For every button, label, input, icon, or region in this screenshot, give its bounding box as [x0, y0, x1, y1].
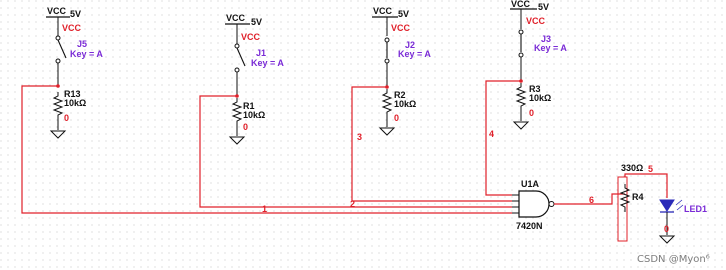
- net-3-wire: [351, 86, 512, 202]
- net-4-wire: [485, 80, 521, 196]
- vcc-label-j3: VCC: [511, 0, 531, 9]
- switch-j2-ref: J2: [405, 40, 415, 50]
- resistor-r3-value: 10kΩ: [529, 93, 551, 103]
- vcc-voltage-j5: 5V: [70, 9, 81, 19]
- junction-net-4: [519, 79, 523, 83]
- ground-icon-r3: [512, 121, 530, 130]
- switch-j3-key: Key = A: [534, 43, 567, 53]
- resistor-r13-value: 10kΩ: [64, 98, 86, 108]
- ground-icon-r1: [228, 136, 246, 145]
- resistor-r1-value: 10kΩ: [243, 110, 265, 120]
- resistor-r4-symbol: [619, 184, 631, 212]
- net-6-label: 6: [589, 195, 594, 205]
- net-5-label: 5: [648, 164, 653, 174]
- ground-icon-led: [658, 235, 676, 244]
- vcc-label-j1: VCC: [226, 13, 246, 23]
- switch-column-j3: VCC 5V VCC J3 Key = A R3 10kΩ 0: [510, 0, 567, 130]
- ground-net-r1: 0: [243, 122, 248, 132]
- switch-column-j5: VCC 5V VCC J5 Key = A R13 10kΩ 0: [46, 6, 103, 139]
- resistor-r13-ref: R13: [64, 89, 81, 99]
- vcc-label-j5: VCC: [47, 6, 67, 16]
- vcc-symbol-j5: VCC: [62, 23, 82, 33]
- net-4-label: 4: [489, 129, 494, 139]
- net-1-label: 1: [262, 204, 267, 214]
- ground-icon-r13: [49, 130, 67, 139]
- watermark: CSDN @Myon⁶: [637, 254, 710, 265]
- resistor-r1-symbol: [231, 98, 243, 126]
- resistor-r2-ref: R2: [394, 90, 406, 100]
- net-3-label: 3: [357, 132, 362, 142]
- resistor-r2-value: 10kΩ: [394, 99, 416, 109]
- junction-net-2: [235, 94, 239, 98]
- ground-net-r3: 0: [529, 108, 534, 118]
- resistor-r3-ref: R3: [529, 84, 541, 94]
- vcc-symbol-j3: VCC: [526, 16, 546, 26]
- vcc-symbol-j2: VCC: [391, 23, 411, 33]
- resistor-r2-symbol: [381, 89, 393, 117]
- net-2-label: 2: [350, 199, 355, 209]
- switch-j1-key: Key = A: [251, 58, 284, 68]
- nand-gate-body: [518, 190, 550, 218]
- switch-j3-ref: J3: [541, 34, 551, 44]
- net-5-wire: [624, 173, 668, 198]
- switch-j1-ref: J1: [256, 48, 266, 58]
- ground-net-led: 0: [664, 224, 669, 234]
- led-ray-1: [675, 199, 683, 206]
- switch-j1-blade: [236, 47, 246, 67]
- led-ref: LED1: [684, 204, 707, 214]
- vcc-voltage-j1: 5V: [251, 17, 262, 27]
- net-1-wire: [21, 85, 512, 214]
- led-ray-2: [676, 204, 684, 211]
- resistor-r4-ref: R4: [632, 192, 644, 202]
- switch-column-j1: VCC 5V VCC J1 Key = A R1 10kΩ 0: [225, 13, 284, 145]
- led-icon: [659, 199, 675, 212]
- junction-net-1: [56, 84, 60, 88]
- switch-column-j2: VCC 5V VCC J2 Key = A R2 10kΩ 0: [372, 6, 431, 136]
- resistor-r1-ref: R1: [243, 101, 255, 111]
- switch-j5-key: Key = A: [70, 49, 103, 59]
- resistor-r4-value: 330Ω: [621, 163, 643, 173]
- net-2-wire: [199, 95, 512, 208]
- ground-icon-r2: [378, 127, 396, 136]
- output-frame: [617, 176, 628, 242]
- resistor-r13-symbol: [52, 92, 64, 120]
- nand-gate-bubble: [548, 201, 555, 207]
- vcc-voltage-j2: 5V: [398, 9, 409, 19]
- output-stage: R4 330Ω 5 LED1 0: [617, 163, 707, 244]
- gate-ref: U1A: [521, 179, 540, 189]
- resistor-r3-symbol: [515, 83, 527, 111]
- vcc-voltage-j3: 5V: [538, 2, 549, 12]
- switch-j5-ref: J5: [77, 39, 87, 49]
- vcc-label-j2: VCC: [373, 6, 393, 16]
- ground-net-r13: 0: [64, 113, 69, 123]
- nand-gate-u1a: U1A 7420N: [512, 179, 555, 231]
- junction-net-3: [385, 85, 389, 89]
- switch-j5-blade: [57, 39, 67, 59]
- ground-net-r2: 0: [394, 113, 399, 123]
- gate-part: 7420N: [516, 221, 543, 231]
- vcc-symbol-j1: VCC: [241, 32, 261, 42]
- switch-j2-key: Key = A: [398, 49, 431, 59]
